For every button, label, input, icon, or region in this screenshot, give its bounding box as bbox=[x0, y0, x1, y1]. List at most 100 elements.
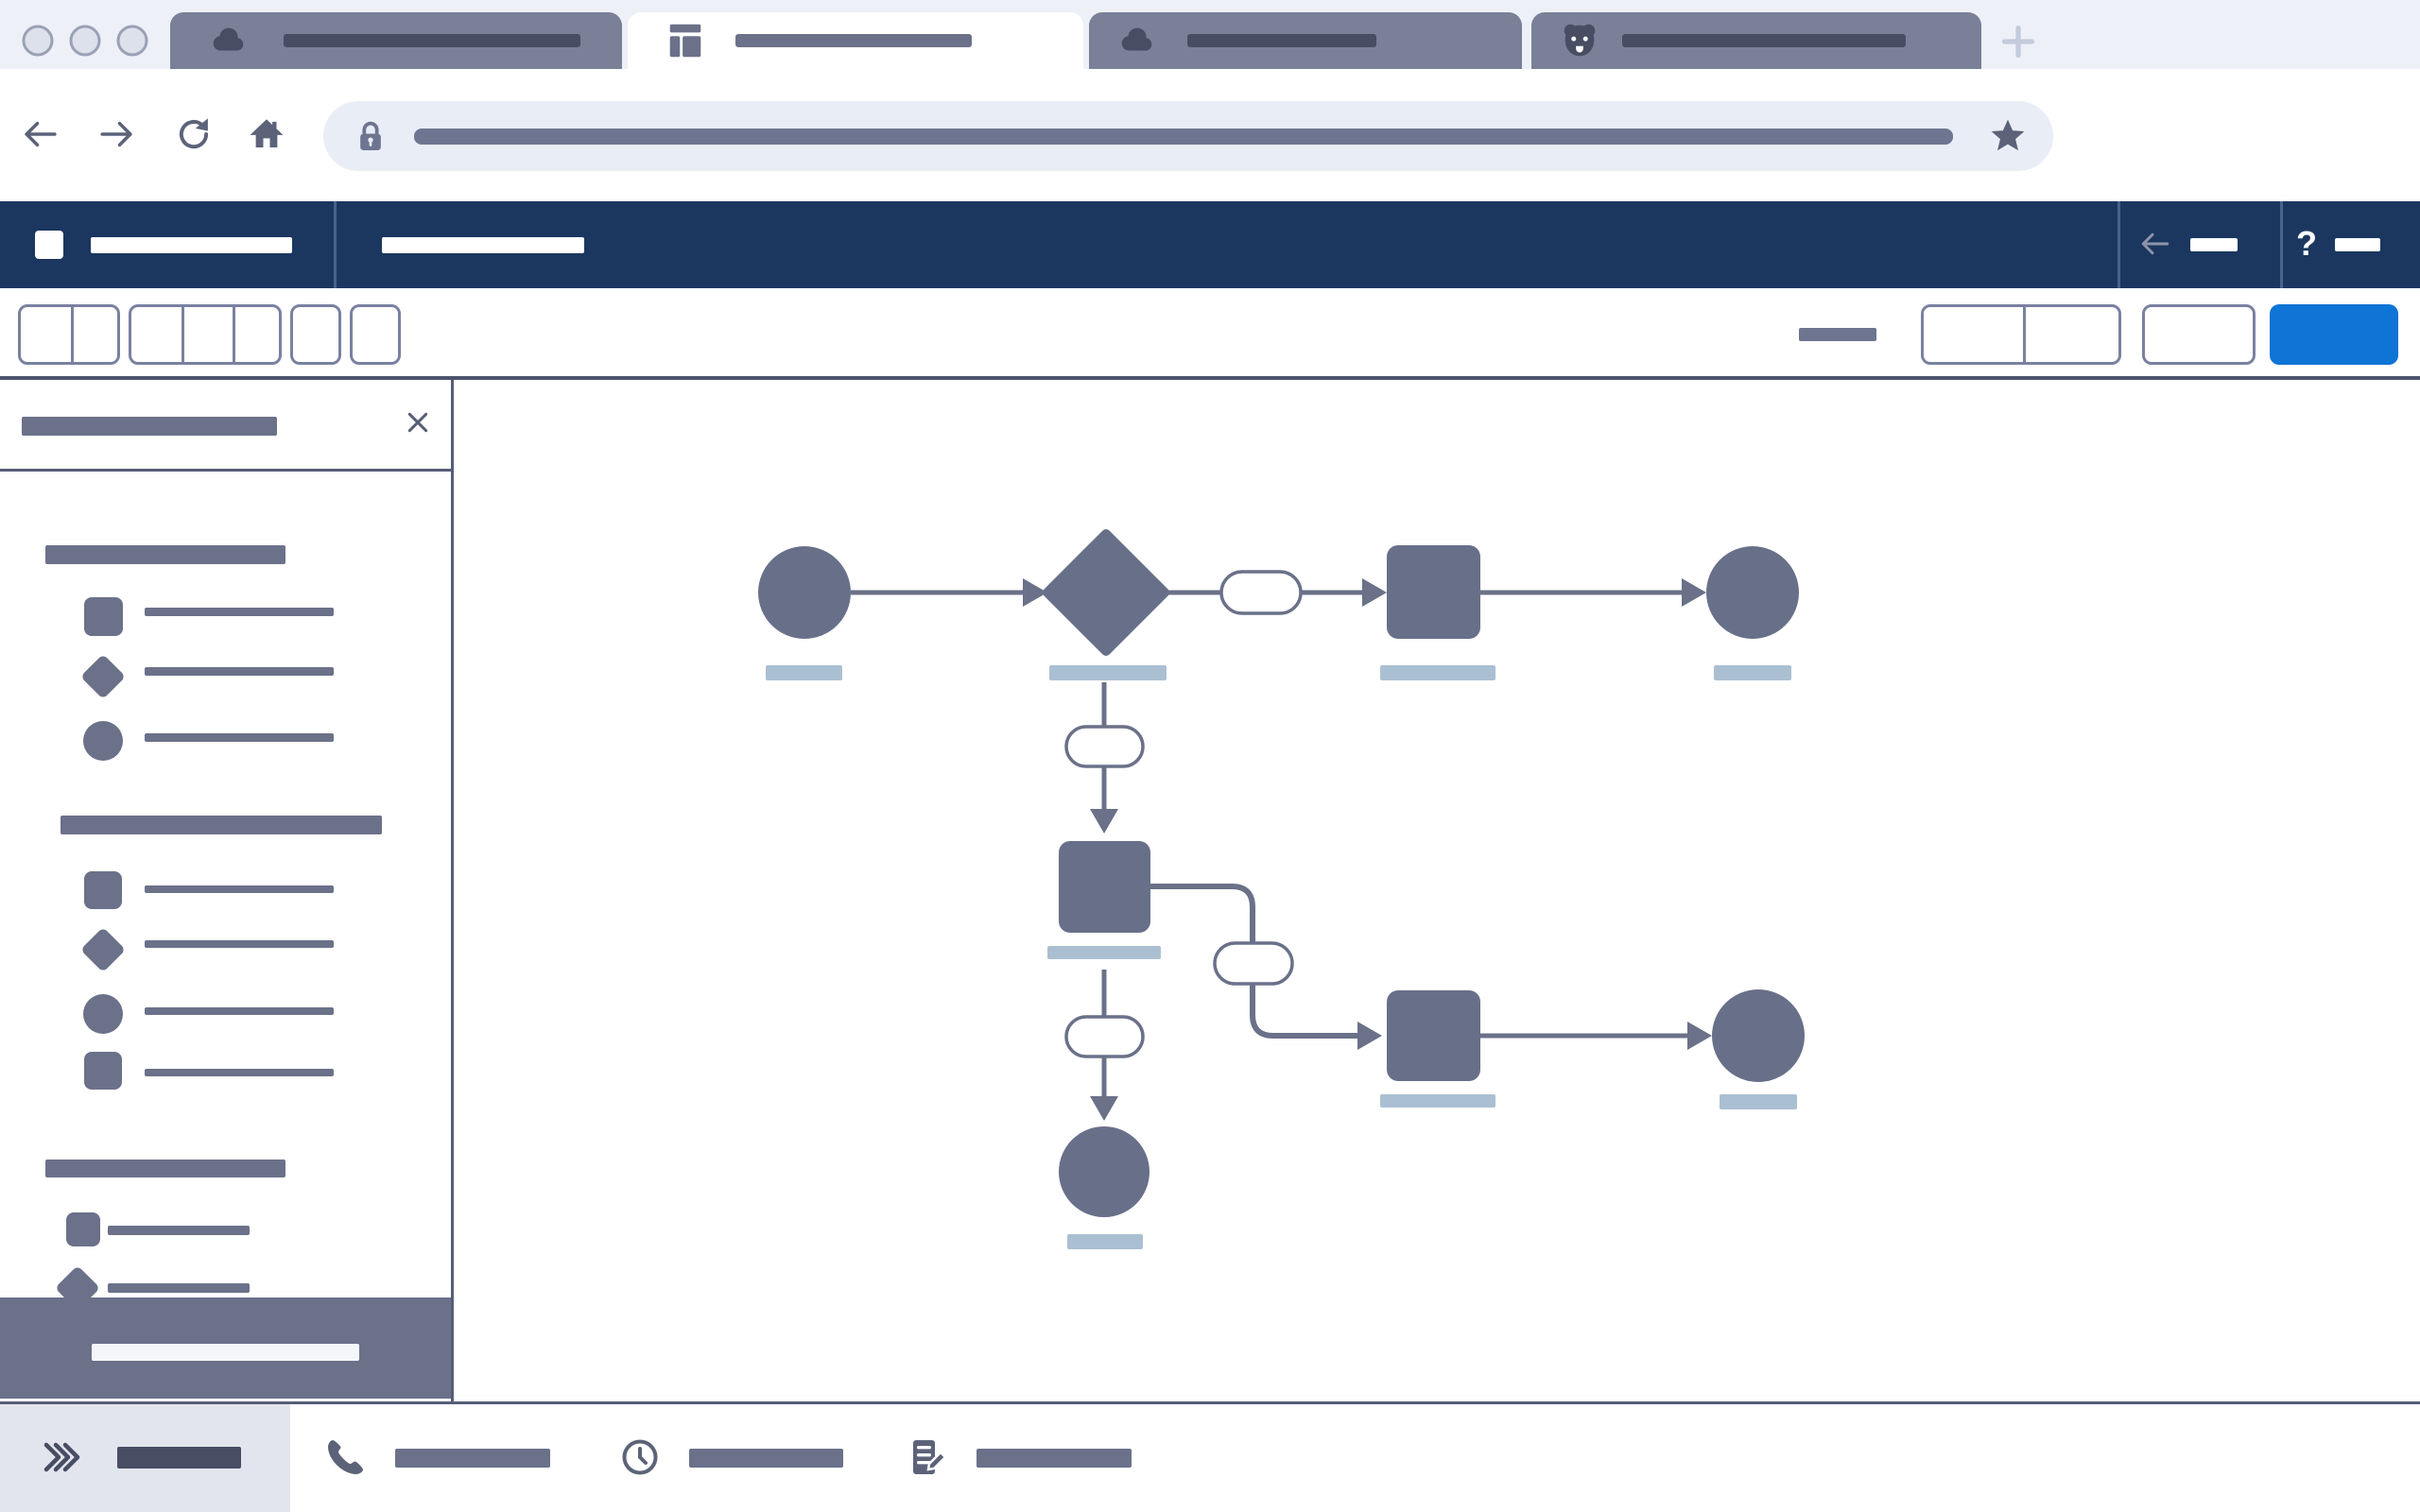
bookmark-star-icon[interactable] bbox=[1987, 115, 2029, 157]
flowchart-node-pill[interactable] bbox=[1064, 1015, 1145, 1058]
layout-icon bbox=[664, 19, 707, 62]
panel-title-bar bbox=[22, 417, 277, 436]
browser-nav-bar bbox=[0, 69, 2420, 201]
node-label-bar bbox=[766, 665, 842, 680]
item-label-bar bbox=[145, 940, 334, 948]
flowchart-node-square[interactable] bbox=[1387, 545, 1480, 639]
header-help-label-bar[interactable] bbox=[2335, 238, 2380, 251]
traffic-light-maximize-button[interactable] bbox=[116, 25, 148, 57]
toolbar-tool-button[interactable] bbox=[131, 307, 182, 362]
connector-arrowhead bbox=[1687, 1022, 1712, 1050]
toolbar-tool-button[interactable] bbox=[293, 307, 344, 362]
flowchart-node-circle[interactable] bbox=[1059, 1126, 1150, 1217]
toolbar-action-group bbox=[2142, 304, 2256, 365]
app-toolbar bbox=[0, 288, 2420, 380]
toolbar-tool-button[interactable] bbox=[21, 307, 72, 362]
tab-title-bar bbox=[284, 34, 580, 47]
shape-item-square[interactable] bbox=[84, 1052, 122, 1090]
cloud-icon bbox=[1115, 19, 1158, 62]
connector-arrowhead bbox=[1023, 578, 1047, 607]
node-label-bar bbox=[1714, 665, 1791, 680]
primary-action-button[interactable] bbox=[2270, 304, 2398, 365]
toolbar-tool-group bbox=[129, 304, 282, 365]
help-icon[interactable]: ? bbox=[2296, 224, 2317, 263]
bottom-item-label-bar bbox=[395, 1449, 550, 1468]
browser-tab-bar bbox=[0, 0, 2420, 69]
section-header-bar bbox=[60, 816, 382, 834]
close-icon[interactable] bbox=[403, 407, 433, 438]
shape-item-diamond[interactable] bbox=[79, 926, 127, 973]
shape-item-circle[interactable] bbox=[83, 721, 123, 761]
panel-footer-button[interactable] bbox=[0, 1297, 451, 1399]
footer-label-bar bbox=[92, 1344, 359, 1361]
new-tab-button[interactable] bbox=[1996, 20, 2040, 63]
shape-item-diamond[interactable] bbox=[79, 653, 127, 700]
flowchart-node-circle[interactable] bbox=[1706, 546, 1799, 639]
shape-item-square[interactable] bbox=[66, 1212, 100, 1246]
forward-button[interactable] bbox=[96, 114, 136, 154]
node-label-bar bbox=[1380, 665, 1495, 680]
flowchart-canvas bbox=[758, 529, 1805, 1249]
url-text-bar bbox=[414, 129, 1953, 145]
chevrons-right-icon[interactable] bbox=[40, 1435, 85, 1480]
app-title-bar bbox=[91, 237, 292, 253]
flowchart-node-square[interactable] bbox=[1059, 841, 1150, 933]
back-button[interactable] bbox=[21, 114, 60, 154]
app-logo bbox=[35, 231, 63, 259]
toolbar-tool-button[interactable] bbox=[72, 307, 123, 362]
node-label-bar bbox=[1047, 946, 1161, 959]
bear-icon bbox=[1558, 19, 1601, 62]
shape-item-circle[interactable] bbox=[83, 994, 123, 1034]
item-label-bar bbox=[145, 1069, 334, 1076]
header-divider bbox=[2280, 201, 2283, 288]
header-back-icon[interactable] bbox=[2138, 227, 2172, 261]
shapes-panel bbox=[0, 380, 454, 1401]
node-label-bar bbox=[1380, 1094, 1495, 1108]
toolbar-action-button[interactable] bbox=[2024, 307, 2124, 362]
toolbar-action-button[interactable] bbox=[1924, 307, 2024, 362]
flowchart-node-circle[interactable] bbox=[758, 546, 851, 639]
bottom-bar-divider bbox=[0, 1401, 2420, 1404]
toolbar-tool-group bbox=[350, 304, 401, 365]
button-group-divider bbox=[2022, 307, 2026, 362]
tab-title-bar bbox=[1622, 34, 1906, 47]
app-header: ? bbox=[0, 201, 2420, 288]
header-back-label-bar[interactable] bbox=[2190, 238, 2238, 251]
header-divider bbox=[334, 201, 337, 288]
toolbar-right-label-bar bbox=[1799, 328, 1876, 341]
toolbar-tool-button[interactable] bbox=[353, 307, 404, 362]
traffic-light-close-button[interactable] bbox=[22, 25, 54, 57]
flowchart-node-diamond[interactable] bbox=[1043, 529, 1169, 656]
lock-icon[interactable] bbox=[352, 117, 389, 155]
flowchart-node-square[interactable] bbox=[1387, 990, 1480, 1081]
toolbar-action-button[interactable] bbox=[2145, 307, 2258, 362]
phone-icon bbox=[323, 1435, 369, 1480]
flowchart-node-pill[interactable] bbox=[1219, 570, 1303, 615]
clock-icon bbox=[617, 1435, 663, 1480]
item-label-bar bbox=[145, 667, 334, 676]
connector-arrowhead bbox=[1682, 578, 1706, 607]
section-header-bar bbox=[45, 1160, 285, 1177]
flowchart-node-circle[interactable] bbox=[1712, 989, 1805, 1082]
item-label-bar bbox=[145, 1007, 334, 1015]
toolbar-bottom-divider bbox=[0, 376, 2420, 380]
bottom-left-label-bar bbox=[117, 1447, 241, 1469]
connector-arrowhead bbox=[1090, 809, 1118, 833]
bottom-bar bbox=[0, 1404, 2420, 1512]
button-group-divider bbox=[232, 307, 235, 362]
shape-item-square[interactable] bbox=[84, 597, 123, 636]
reload-button[interactable] bbox=[174, 114, 214, 154]
flowchart-node-pill[interactable] bbox=[1213, 941, 1294, 986]
button-group-divider bbox=[181, 307, 184, 362]
toolbar-tool-button[interactable] bbox=[233, 307, 285, 362]
shape-item-square[interactable] bbox=[84, 871, 122, 909]
home-button[interactable] bbox=[247, 114, 286, 154]
traffic-light-minimize-button[interactable] bbox=[69, 25, 101, 57]
flowchart-node-pill[interactable] bbox=[1064, 725, 1145, 768]
toolbar-tool-group bbox=[290, 304, 341, 365]
connector-arrowhead bbox=[1090, 1096, 1118, 1121]
bottom-item-label-bar bbox=[977, 1449, 1132, 1468]
bottom-item-label-bar bbox=[689, 1449, 843, 1468]
toolbar-tool-button[interactable] bbox=[182, 307, 233, 362]
